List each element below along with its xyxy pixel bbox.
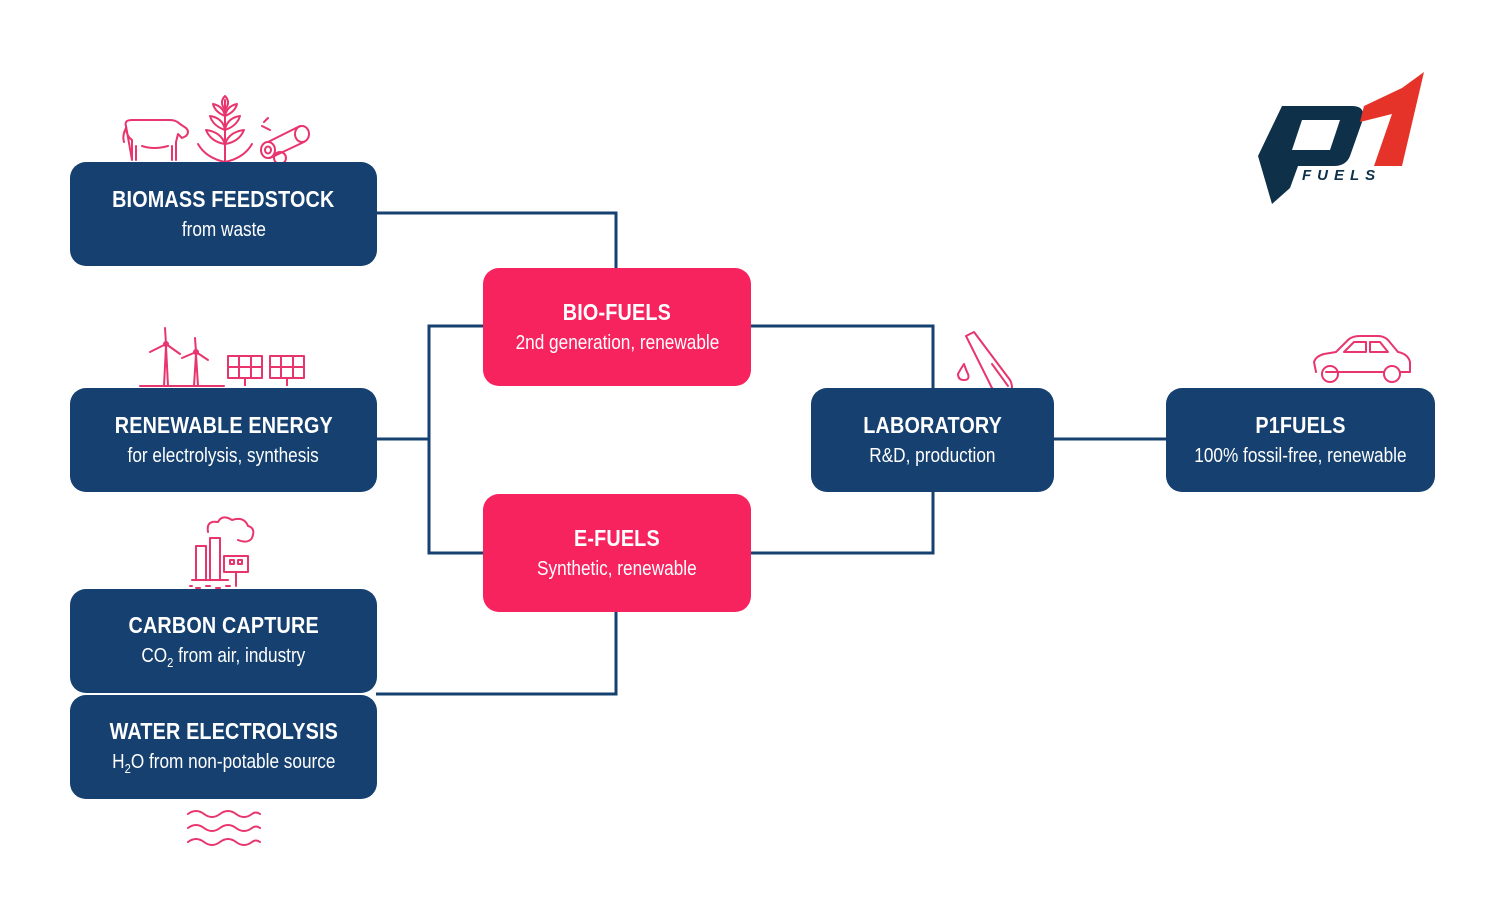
wind-turbine-icon — [139, 327, 225, 387]
node-subtitle: Synthetic, renewable — [537, 558, 697, 580]
laboratory-node: LABORATORY R&D, production — [811, 388, 1054, 492]
connector-efuels-lab — [750, 491, 935, 555]
connector-renewable-fuels — [427, 324, 483, 555]
wheat-icon — [197, 95, 253, 163]
biomass-feedstock-node: BIOMASS FEEDSTOCK from waste — [70, 162, 377, 266]
subtitle-pre: H — [111, 751, 125, 773]
node-title: E-FUELS — [574, 525, 660, 551]
renewable-energy-node: RENEWABLE ENERGY for electrolysis, synth… — [70, 388, 377, 492]
test-tube-icon — [957, 331, 1013, 395]
node-title: RENEWABLE ENERGY — [114, 412, 333, 438]
car-icon — [1313, 335, 1411, 383]
node-title: CARBON CAPTURE — [128, 612, 319, 638]
node-subtitle: H2O from non-potable source — [112, 751, 335, 776]
e-fuels-node: E-FUELS Synthetic, renewable — [483, 494, 751, 612]
subtitle-post: O from non-potable source — [130, 751, 336, 773]
connector-capture-efuels — [376, 611, 618, 696]
factory-icon — [189, 516, 255, 589]
water-electrolysis-node: WATER ELECTROLYSIS H2O from non-potable … — [70, 695, 377, 799]
node-title: WATER ELECTROLYSIS — [109, 718, 338, 744]
water-waves-icon — [187, 810, 261, 846]
node-subtitle: CO2 from air, industry — [142, 645, 306, 670]
connector-biofuels-lab — [750, 324, 935, 388]
subtitle-subscript: 2 — [167, 655, 174, 670]
p1fuels-node: P1FUELS 100% fossil-free, renewable — [1166, 388, 1435, 492]
p1-fuels-logo: FUELS — [1258, 72, 1424, 204]
node-title: BIO-FUELS — [562, 299, 672, 325]
carbon-capture-node: CARBON CAPTURE CO2 from air, industry — [70, 589, 377, 693]
node-title: BIOMASS FEEDSTOCK — [112, 186, 335, 212]
node-subtitle: 100% fossil-free, renewable — [1194, 445, 1407, 467]
subtitle-post: from air, industry — [173, 645, 306, 667]
node-title: LABORATORY — [863, 412, 1002, 438]
node-subtitle: 2nd generation, renewable — [515, 332, 719, 354]
subtitle-subscript: 2 — [124, 761, 131, 776]
solar-panel-icon — [227, 355, 305, 386]
node-title: P1FUELS — [1255, 412, 1346, 438]
node-subtitle: for electrolysis, synthesis — [127, 445, 320, 467]
connector-biomass-biofuels — [376, 211, 618, 268]
bio-fuels-node: BIO-FUELS 2nd generation, renewable — [483, 268, 751, 386]
subtitle-pre: CO — [141, 645, 168, 667]
logs-icon — [260, 117, 310, 165]
node-subtitle: from waste — [181, 219, 266, 241]
logo-text: FUELS — [1302, 167, 1381, 184]
cow-icon — [122, 119, 189, 161]
node-subtitle: R&D, production — [869, 445, 996, 467]
